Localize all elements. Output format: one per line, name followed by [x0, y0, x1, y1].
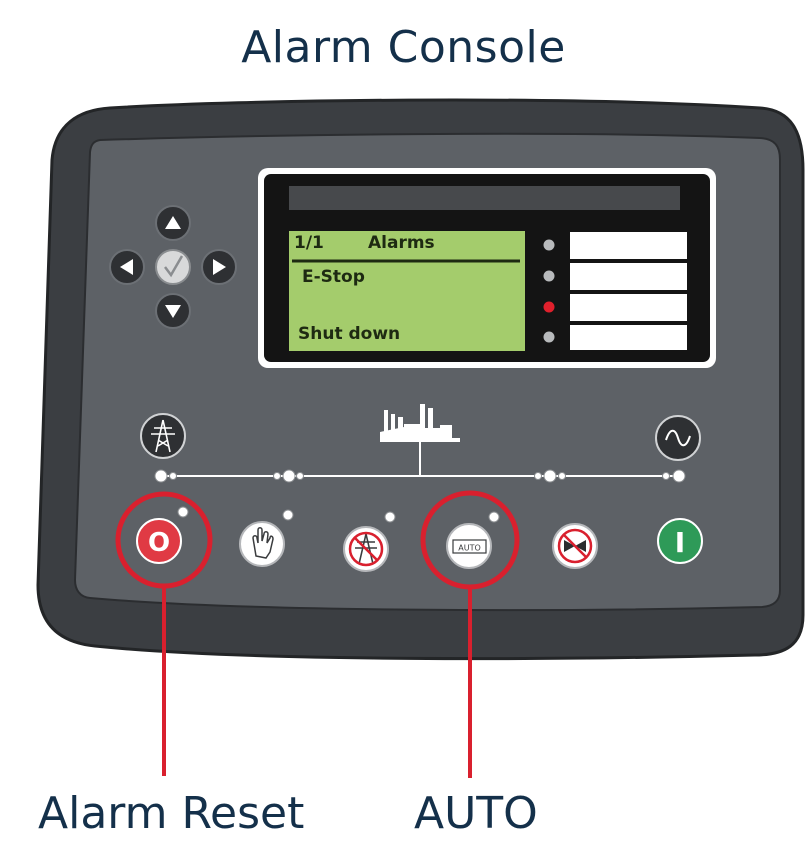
start-button[interactable]: I — [658, 519, 702, 563]
alarm-reset-label: Alarm Reset — [38, 788, 304, 839]
nav-down-button[interactable] — [156, 294, 190, 328]
nav-up-button[interactable] — [156, 206, 190, 240]
indicator-led — [544, 240, 555, 251]
indicator-led — [544, 271, 555, 282]
nav-confirm-button[interactable] — [156, 250, 190, 284]
status-led — [489, 512, 499, 522]
indicator-led — [544, 332, 555, 343]
nav-left-button[interactable] — [110, 250, 144, 284]
nav-right-button[interactable] — [202, 250, 236, 284]
indicator-label-box — [570, 294, 687, 321]
stop-button-label: O — [148, 528, 170, 558]
mains-indicator — [141, 414, 185, 458]
indicator-label-box — [570, 263, 687, 290]
mains-inhibit-button[interactable] — [344, 527, 388, 571]
generator-indicator — [656, 416, 700, 460]
status-led — [178, 507, 188, 517]
lcd-heading: Alarms — [368, 235, 435, 252]
status-led — [283, 510, 293, 520]
indicator-label-box — [570, 325, 687, 350]
stop-reset-button[interactable]: O — [137, 519, 181, 563]
indicator-label-box — [570, 232, 687, 259]
auto-label: AUTO — [414, 788, 538, 839]
display-top-bar — [289, 186, 680, 210]
manual-mode-button[interactable] — [240, 522, 284, 566]
status-led — [385, 512, 395, 522]
lcd-page-indicator: 1/1 — [294, 235, 324, 252]
lcd-alarm-line-2: Shut down — [298, 326, 400, 343]
start-button-label: I — [675, 526, 685, 559]
lcd-alarm-line-1: E-Stop — [302, 269, 365, 286]
generator-breaker-inhibit-button[interactable] — [553, 524, 597, 568]
auto-button[interactable]: AUTO — [447, 524, 491, 568]
indicator-led — [544, 302, 555, 313]
auto-button-label: AUTO — [458, 544, 481, 553]
